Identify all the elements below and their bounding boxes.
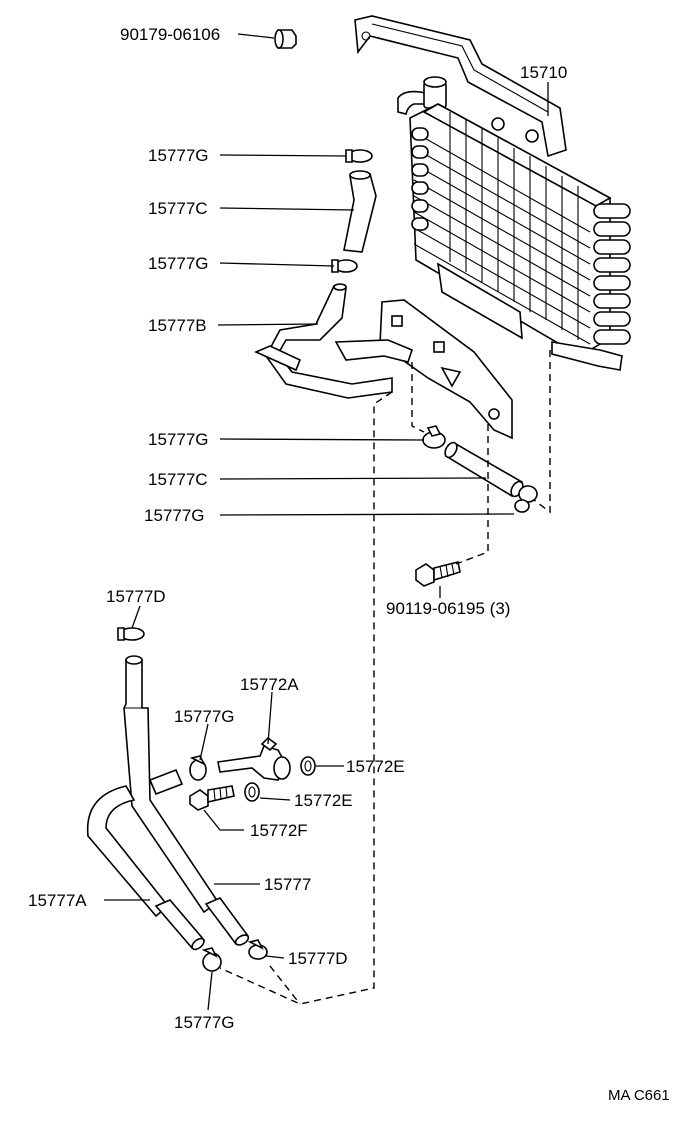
label-15777c-1: 15777C — [148, 199, 208, 218]
clamp-d-icon-bottom — [247, 939, 268, 960]
pipe-15777b-assembly — [254, 283, 513, 440]
label-15777d-bottom: 15777D — [288, 949, 348, 968]
clip-90179-06106 — [274, 29, 297, 49]
label-15772e-2: 15772E — [294, 791, 353, 810]
label-15777: 15777 — [264, 875, 311, 894]
gasket-icon-1 — [300, 756, 316, 776]
label-15777g-6: 15777G — [174, 1013, 235, 1032]
label-15777d-top: 15777D — [106, 587, 166, 606]
label-15777a: 15777A — [28, 891, 87, 910]
clamp-icon-4 — [514, 485, 538, 513]
label-15772a: 15772A — [240, 675, 299, 694]
union-bolt-icon — [189, 785, 235, 811]
clamp-icon-2 — [331, 259, 358, 273]
pipe-15777 — [123, 655, 250, 946]
label-90119-06195: 90119-06195 (3) — [386, 599, 510, 618]
label-90179-06106: 90179-06106 — [120, 25, 220, 44]
hose-icon-1 — [343, 170, 377, 253]
label-15777g-2: 15777G — [148, 254, 209, 273]
clamp-icon-6 — [201, 947, 222, 972]
bolt-icon — [415, 561, 461, 587]
label-15777g-4: 15777G — [144, 506, 205, 525]
pipe-15777a — [86, 785, 206, 951]
label-15777g-3: 15777G — [148, 430, 209, 449]
gasket-icon-2 — [244, 782, 260, 802]
dashed-guide-lines — [219, 350, 551, 1005]
label-15777g-5: 15777G — [174, 707, 235, 726]
label-15710: 15710 — [520, 63, 567, 82]
clamp-icon-3 — [422, 425, 446, 449]
clamp-icon-1 — [345, 149, 373, 163]
hose-icon-2 — [444, 441, 524, 498]
oil-cooler-assembly — [354, 15, 631, 371]
label-15777c-2: 15777C — [148, 470, 208, 489]
union-icon — [217, 736, 291, 781]
label-15777b: 15777B — [148, 316, 207, 335]
label-15772f: 15772F — [250, 821, 308, 840]
part-labels: 90179-06106 15710 15777G 15777C 15777G 1… — [28, 25, 670, 1104]
label-15777g-1: 15777G — [148, 146, 209, 165]
drawing-code: MA C661 — [608, 1087, 670, 1104]
clamp-d-icon-top — [117, 627, 145, 641]
leader-lines — [104, 33, 549, 1011]
clamp-icon-5 — [189, 755, 207, 781]
label-15772e-1: 15772E — [346, 757, 405, 776]
